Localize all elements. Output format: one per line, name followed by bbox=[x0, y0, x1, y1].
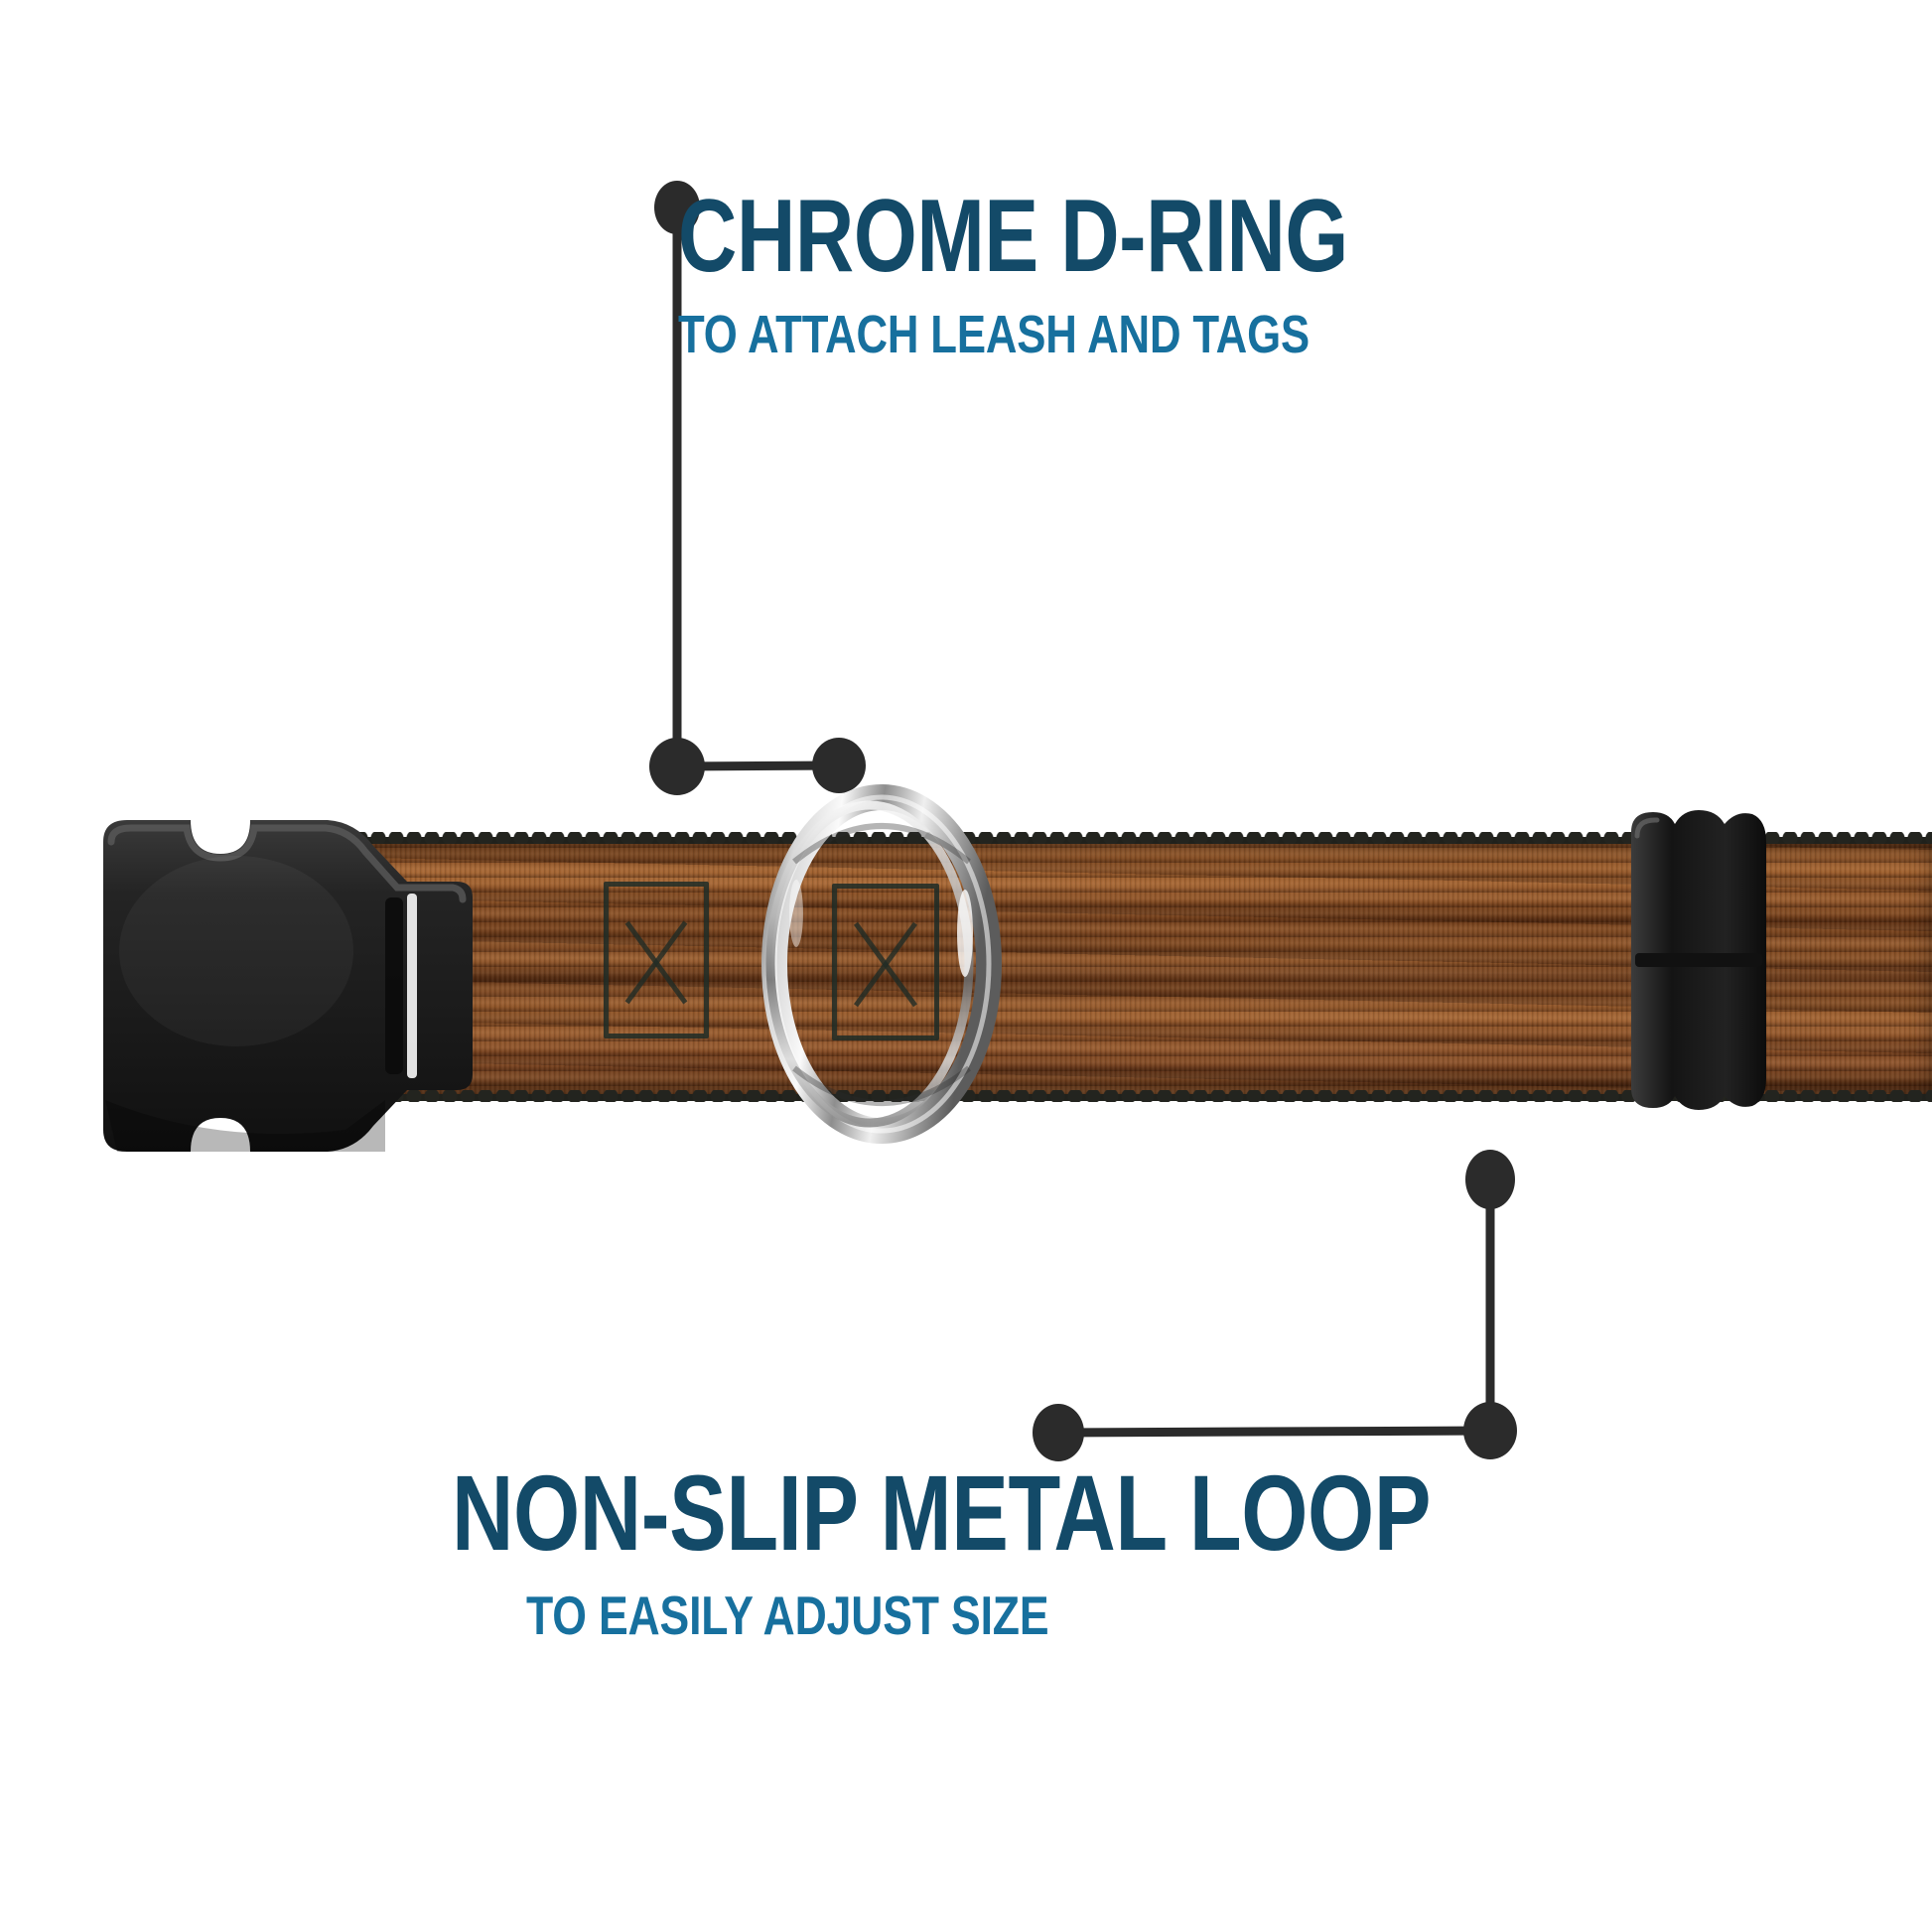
buckle-sheen bbox=[119, 856, 353, 1046]
slider-center-bar bbox=[1635, 953, 1762, 967]
strap-edge-stitch-bottom bbox=[316, 1090, 1932, 1102]
callout-title-chrome-d-ring: CHROME D-RING bbox=[678, 179, 1348, 294]
leader-dot-elbow-bottom bbox=[1463, 1402, 1517, 1459]
box-x-stitch-left bbox=[604, 882, 709, 1038]
chrome-d-ring bbox=[761, 784, 1002, 1144]
callout-subtitle-non-slip-metal-loop: TO EASILY ADJUST SIZE bbox=[526, 1585, 1049, 1646]
leader-line-non-slip-metal-loop bbox=[1033, 1150, 1517, 1461]
d-ring-top-shadow bbox=[792, 823, 971, 865]
buckle-body bbox=[103, 820, 473, 1152]
callout-subtitle-chrome-d-ring: TO ATTACH LEASH AND TAGS bbox=[678, 305, 1310, 364]
box-x-stitch-right bbox=[832, 884, 939, 1040]
strap-edge-stitch-top bbox=[316, 832, 1932, 844]
buckle-inner-bar bbox=[385, 897, 403, 1074]
d-ring-glint-right bbox=[957, 890, 973, 977]
buckle-slot-highlight bbox=[407, 894, 417, 1078]
d-ring-glint-left bbox=[789, 880, 803, 947]
callout-title-non-slip-metal-loop: NON-SLIP METAL LOOP bbox=[452, 1452, 1432, 1573]
side-release-buckle bbox=[103, 820, 473, 1152]
metal-slider-loop bbox=[1631, 810, 1766, 1110]
product-dog-collar bbox=[0, 755, 1932, 1191]
buckle-top-highlight bbox=[107, 824, 467, 903]
d-ring-bottom-shadow bbox=[792, 1065, 971, 1106]
buckle-bottom-shadow bbox=[105, 1100, 385, 1152]
slider-highlight bbox=[1634, 817, 1660, 839]
